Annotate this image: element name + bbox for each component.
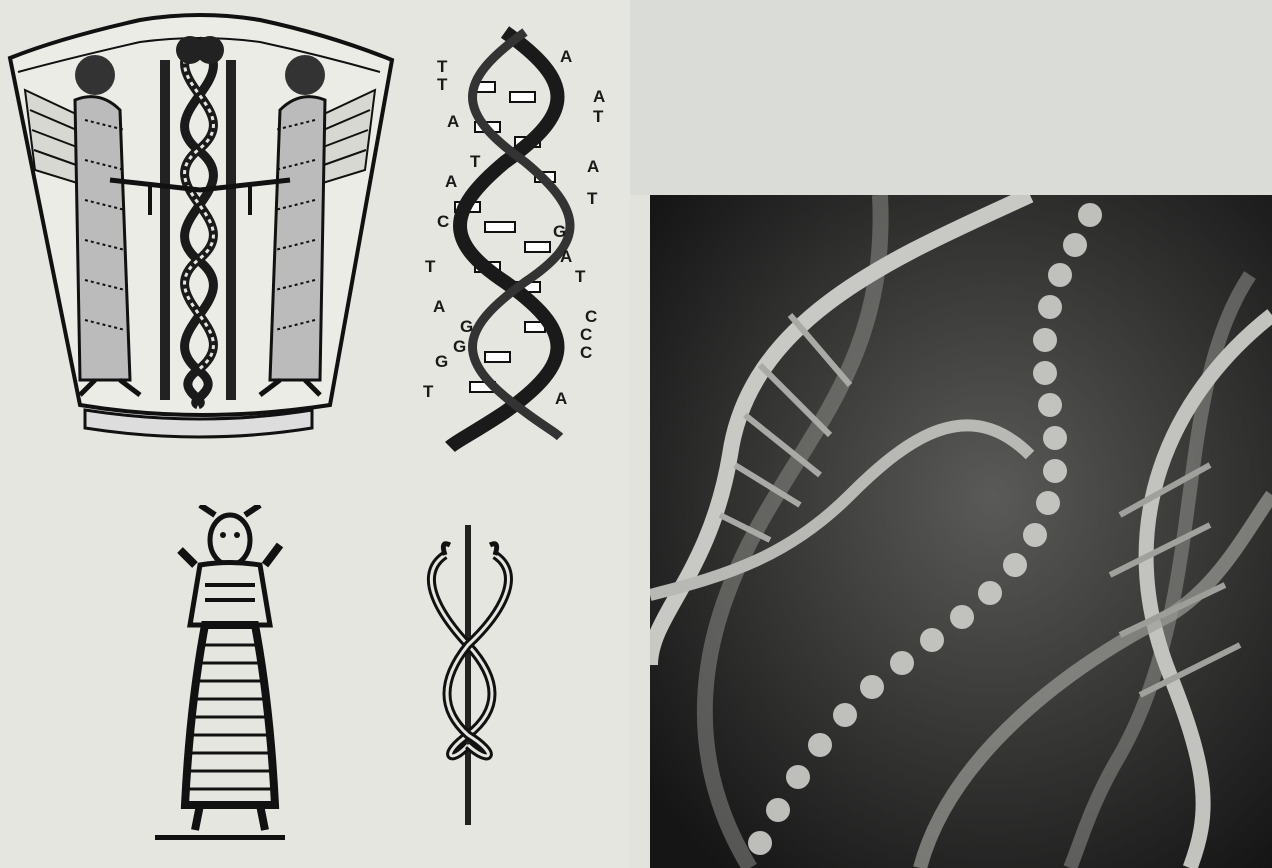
entwined-serpents-staff-icon: [420, 525, 530, 825]
dna-base-letter: T: [575, 267, 586, 286]
dna-strands-render: [650, 195, 1272, 868]
dna-base-letter: T: [593, 107, 604, 126]
dna-base-letter: A: [445, 172, 457, 191]
dna-base-letter: C: [580, 325, 592, 344]
dna-base-letter: G: [453, 337, 466, 356]
blank-paper-area: [630, 0, 1272, 195]
dna-base-letter: C: [437, 212, 449, 231]
sumerian-vase-icon: [0, 0, 400, 445]
dna-double-helix-icon: TTATACTAGGGT AATATGATCCCA: [415, 22, 615, 462]
dna-base-letter: G: [460, 317, 473, 336]
dna-base-letter: A: [555, 389, 567, 408]
dna-base-letter: A: [560, 47, 572, 66]
dna-base-letter: A: [560, 247, 572, 266]
dna-base-letter: T: [423, 382, 434, 401]
dna-base-letter: A: [433, 297, 445, 316]
dna-base-letter: G: [435, 352, 448, 371]
dna-base-letter: C: [580, 343, 592, 362]
dna-base-letter: T: [437, 57, 448, 76]
dna-strands-photo: [650, 195, 1272, 868]
dna-base-letter: A: [587, 157, 599, 176]
dna-base-letter: T: [470, 152, 481, 171]
serpent-goddess-figure-icon: [155, 505, 290, 850]
dna-base-letter: C: [585, 307, 597, 326]
dna-base-letter: T: [425, 257, 436, 276]
dna-base-letter: G: [553, 222, 566, 241]
dna-base-letter: T: [437, 75, 448, 94]
dna-base-letter: T: [587, 189, 598, 208]
dna-base-letter: A: [593, 87, 605, 106]
dna-base-letter: A: [447, 112, 459, 131]
